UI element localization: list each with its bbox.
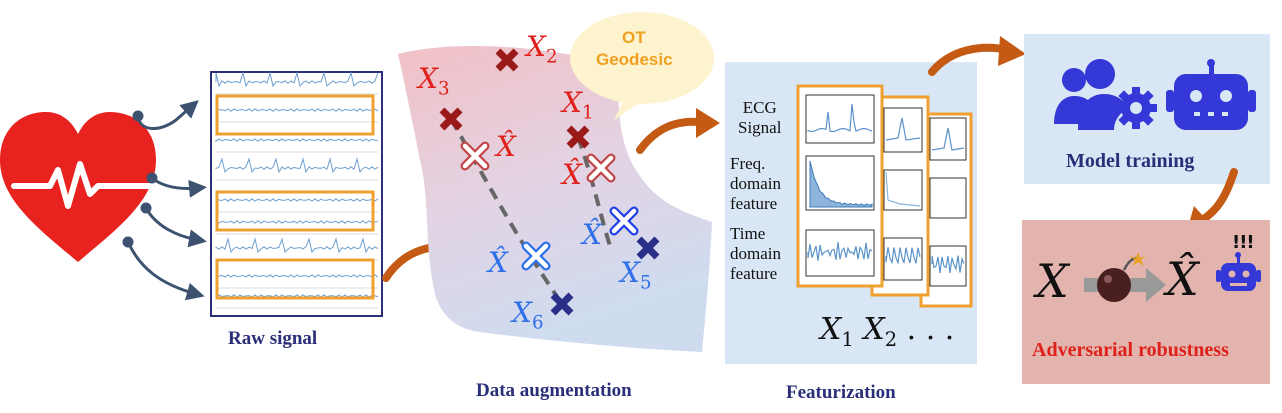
ecg-traces [215, 71, 379, 309]
time-plot [805, 229, 875, 277]
marker-xhat-red-1 [460, 141, 490, 171]
model-training-caption: Model training [1066, 150, 1195, 172]
model-training-panel [1024, 34, 1270, 184]
feature-samples-row: X1 X2 . . . [820, 312, 955, 351]
marker-x5 [636, 236, 660, 260]
adversarial-robustness-caption: Adversarial robustness [1032, 339, 1229, 361]
users-gear-icon [1054, 59, 1157, 130]
signal-arrows [122, 100, 207, 301]
bomb-icon [1097, 252, 1146, 302]
augmentation-sheet [398, 46, 712, 352]
freq-plot-2 [883, 169, 923, 211]
marker-xhat-red-2 [586, 153, 616, 183]
augmentation-points [439, 48, 660, 316]
raw-signal-panel [210, 71, 383, 317]
hat-label-blue-1: X̂ [488, 246, 508, 279]
ecg-trace [215, 71, 379, 88]
clean-input-label: X [1036, 254, 1069, 308]
hat-label-blue-2: X̂ [582, 218, 602, 251]
hat-label-red-1: X̂ [496, 130, 516, 163]
point-label-x2: X2 [526, 30, 558, 68]
ecg-trace [215, 108, 379, 112]
alert-marks: !!! [1232, 232, 1255, 253]
featurization-panel [725, 62, 977, 364]
raw-signal-caption: Raw signal [228, 328, 318, 349]
marker-x1 [566, 125, 590, 149]
time-plot-3 [929, 245, 967, 287]
geodesic-paths [449, 118, 612, 306]
robustness-panel [1022, 220, 1270, 384]
point-label-x3: X3 [418, 62, 450, 100]
ecg-trace [215, 274, 379, 278]
adversarial-input-label: X̂ [1166, 252, 1199, 306]
arrow-to-training [928, 36, 1026, 76]
time-plot-2 [883, 237, 923, 281]
ecg-trace [215, 237, 379, 254]
point-label-x1: X1 [562, 86, 594, 124]
marker-xhat-blue-1 [609, 206, 639, 236]
geodesic-label: Geodesic [596, 50, 673, 69]
ecg-plot-3 [929, 117, 967, 161]
point-label-x6: X6 [512, 296, 544, 334]
marker-x6 [550, 292, 574, 316]
ecg-trace [215, 157, 379, 174]
freq-plot-3 [929, 177, 967, 219]
ecg-trace [215, 219, 379, 224]
ot-geodesic-bubble [570, 12, 714, 120]
ecg-trace [215, 138, 379, 143]
marker-x3 [439, 107, 463, 131]
ecg-trace [215, 294, 379, 299]
featurization-caption: Featurization [786, 382, 896, 403]
feature-plots [805, 94, 967, 287]
small-robot-icon [1216, 252, 1261, 291]
ecg-trace [215, 198, 379, 202]
heart-icon [0, 112, 156, 262]
marker-xhat-blue-2 [521, 241, 551, 271]
hat-label-red-2: X̂ [562, 158, 582, 191]
robot-icon [1166, 59, 1256, 130]
marker-x2 [495, 48, 519, 72]
ecg-plot [805, 94, 875, 144]
ecg-plot-2 [883, 107, 923, 153]
ot-label: OT [622, 28, 646, 47]
freq-plot [805, 155, 875, 211]
point-label-x5: X5 [620, 256, 652, 294]
augmentation-caption: Data augmentation [476, 380, 632, 401]
arrow-to-featurization [636, 108, 720, 154]
